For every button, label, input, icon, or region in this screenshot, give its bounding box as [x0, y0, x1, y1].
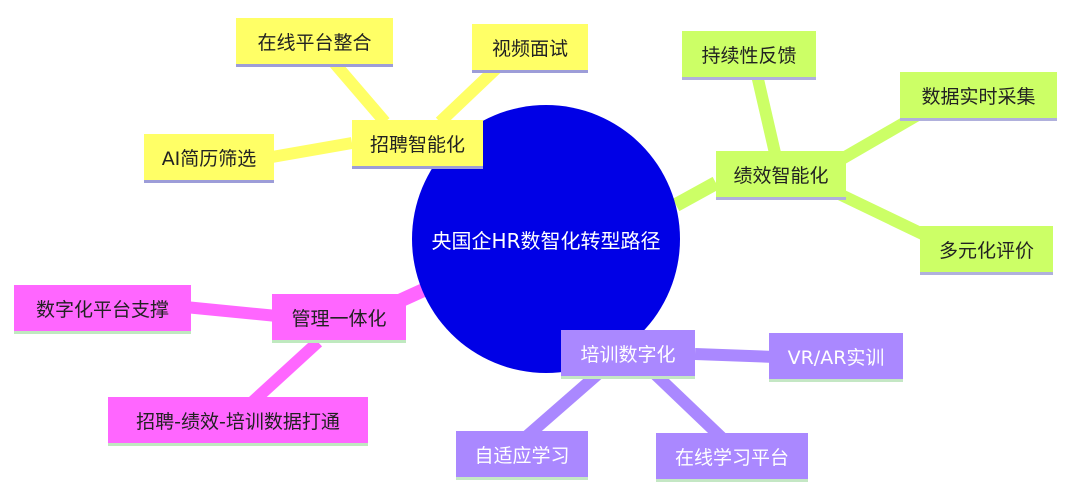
topic-training[interactable]: 培训数字化: [561, 330, 695, 376]
subtopic-online-learning[interactable]: 在线学习平台: [656, 433, 808, 479]
link-recruit-video: [435, 60, 505, 127]
link-training-vrar: [694, 348, 776, 363]
link-performance-feedback: [751, 73, 781, 155]
subtopic-online-platform[interactable]: 在线平台整合: [236, 18, 393, 64]
subtopic-ai-resume[interactable]: AI简历筛选: [144, 134, 274, 180]
subtopic-adaptive-learning[interactable]: 自适应学习: [456, 431, 588, 477]
link-recruit-online: [325, 54, 390, 126]
topic-performance[interactable]: 绩效智能化: [716, 151, 846, 197]
link-management-data: [243, 337, 323, 411]
topic-management[interactable]: 管理一体化: [272, 294, 406, 340]
subtopic-realtime-data[interactable]: 数据实时采集: [900, 72, 1057, 118]
subtopic-video-interview[interactable]: 视频面试: [472, 24, 588, 70]
link-training-online: [650, 369, 727, 443]
topic-recruit[interactable]: 招聘智能化: [352, 120, 483, 166]
subtopic-digital-platform[interactable]: 数字化平台支撑: [14, 285, 191, 331]
link-recruit-ai: [270, 137, 354, 163]
subtopic-multi-evaluation[interactable]: 多元化评价: [920, 226, 1053, 272]
subtopic-data-integration[interactable]: 招聘-绩效-培训数据打通: [108, 397, 368, 443]
subtopic-continuous-feedback[interactable]: 持续性反馈: [682, 31, 816, 77]
subtopic-vr-ar[interactable]: VR/AR实训: [769, 333, 903, 379]
link-training-adaptive: [523, 369, 602, 441]
link-performance-eval: [832, 186, 938, 246]
link-management-platform: [184, 301, 278, 322]
link-center-performance: [672, 176, 720, 212]
